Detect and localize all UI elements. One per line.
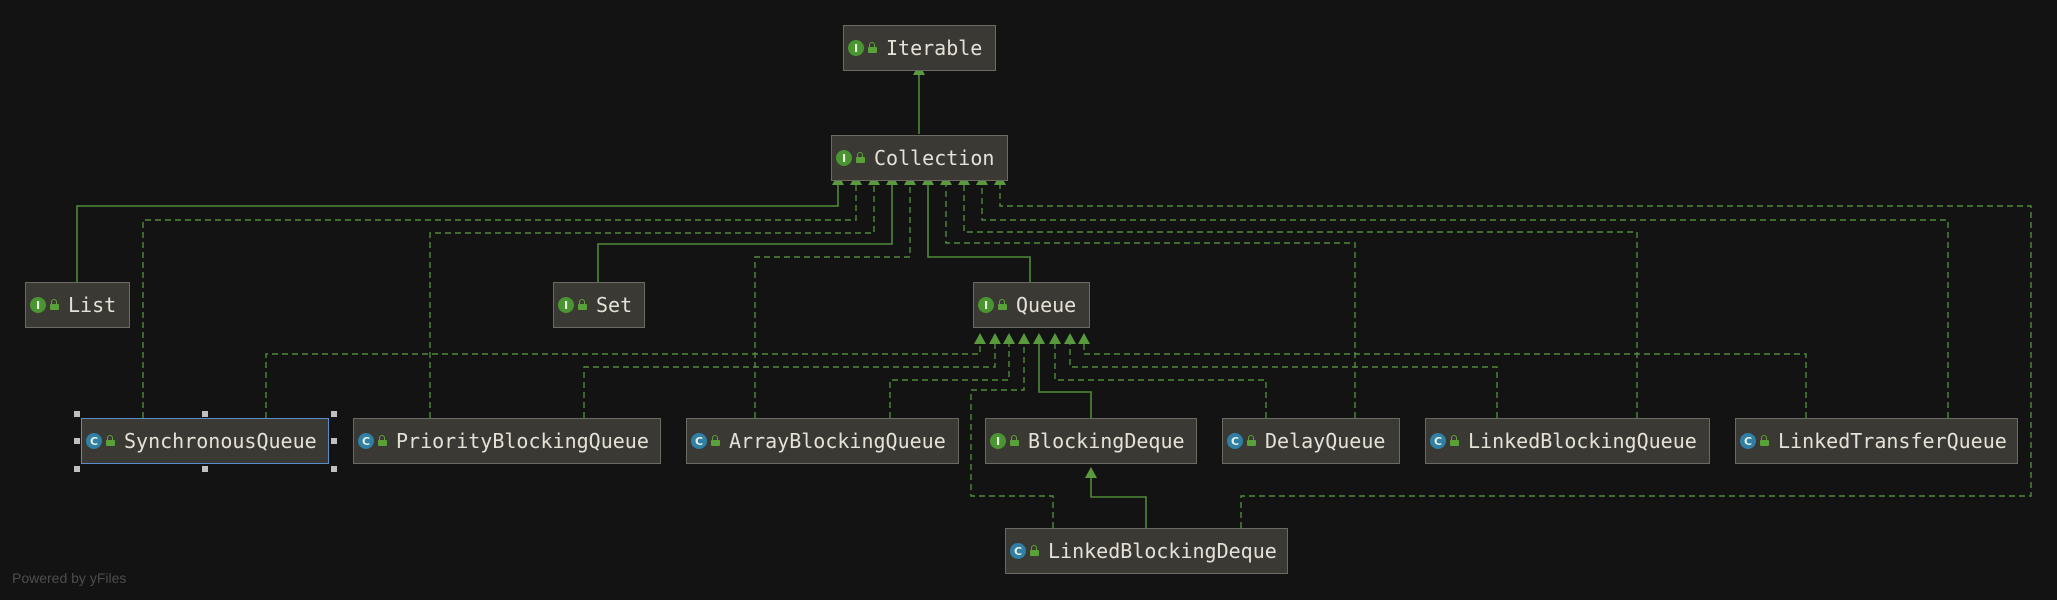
edge-pbq-implements-queue (583, 333, 1001, 418)
lock-icon (711, 434, 720, 446)
lock-icon (578, 298, 587, 310)
edge-abq-implements-queue (889, 333, 1015, 418)
interface-badge-icon: I (558, 297, 574, 313)
interface-badge-icon: I (990, 433, 1006, 449)
edge-delayqueue-implements-queue (1049, 333, 1267, 418)
lock-icon (856, 151, 865, 163)
lock-icon (998, 298, 1007, 310)
lock-icon (1760, 434, 1769, 446)
edge-lbd-implements-collection (994, 174, 2032, 528)
node-label: LinkedBlockingDeque (1048, 539, 1277, 563)
powered-by-footer: Powered by yFiles (12, 570, 127, 586)
node-label: DelayQueue (1265, 429, 1386, 453)
node-label: Set (596, 293, 633, 317)
class-badge-icon: C (1740, 433, 1756, 449)
edge-ltq-implements-collection (976, 174, 1949, 418)
lock-icon (50, 298, 59, 310)
edge-queue-extends-collection (922, 174, 1031, 282)
lock-icon (868, 41, 877, 53)
node-array-blocking-queue[interactable]: C ArrayBlockingQueue (686, 418, 959, 464)
edge-pbq-implements-collection (429, 174, 880, 418)
edge-lbq-implements-queue (1064, 333, 1498, 418)
selection-handle-bottom-center[interactable] (202, 466, 208, 472)
lock-icon (1450, 434, 1459, 446)
node-label: Queue (1016, 293, 1077, 317)
edge-syncqueue-implements-collection (142, 174, 862, 418)
node-set[interactable]: I Set (553, 282, 645, 328)
lock-icon (1247, 434, 1256, 446)
selection-handle-top-left[interactable] (74, 411, 80, 417)
selection-handle-bottom-right[interactable] (331, 466, 337, 472)
lock-icon (378, 434, 387, 446)
node-label: LinkedTransferQueue (1778, 429, 2007, 453)
selection-handle-top-center[interactable] (202, 411, 208, 417)
class-badge-icon: C (1227, 433, 1243, 449)
node-linked-transfer-queue[interactable]: C LinkedTransferQueue (1735, 418, 2018, 464)
node-list[interactable]: I List (25, 282, 130, 328)
edge-set-extends-collection (597, 174, 898, 282)
node-iterable[interactable]: I Iterable (843, 25, 996, 71)
selection-handle-middle-left[interactable] (74, 438, 80, 444)
edge-syncqueue-implements-queue (265, 333, 986, 418)
selection-handle-bottom-left[interactable] (74, 466, 80, 472)
node-priority-blocking-queue[interactable]: C PriorityBlockingQueue (353, 418, 661, 464)
edge-delayqueue-implements-collection (940, 174, 1356, 418)
node-label: BlockingDeque (1028, 429, 1185, 453)
node-blocking-deque[interactable]: I BlockingDeque (985, 418, 1197, 464)
edge-lbd-implements-queue (970, 333, 1054, 528)
edge-ltq-implements-queue (1078, 333, 1807, 418)
class-badge-icon: C (86, 433, 102, 449)
node-label: Collection (874, 146, 995, 170)
selection-handle-middle-right[interactable] (331, 438, 337, 444)
class-badge-icon: C (691, 433, 707, 449)
node-label: Iterable (886, 36, 983, 60)
node-linked-blocking-queue[interactable]: C LinkedBlockingQueue (1425, 418, 1710, 464)
edge-lbd-implements-blockingdeque (1085, 467, 1147, 528)
edge-lbq-implements-collection (958, 174, 1638, 418)
node-label: List (68, 293, 117, 317)
interface-badge-icon: I (848, 40, 864, 56)
node-linked-blocking-deque[interactable]: C LinkedBlockingDeque (1005, 528, 1288, 574)
node-label: SynchronousQueue (124, 429, 317, 453)
edge-blockingdeque-extends-queue (1033, 333, 1092, 418)
node-queue[interactable]: I Queue (973, 282, 1090, 328)
node-collection[interactable]: I Collection (831, 135, 1008, 181)
interface-badge-icon: I (30, 297, 46, 313)
lock-icon (1010, 434, 1019, 446)
class-badge-icon: C (1010, 543, 1026, 559)
edge-abq-implements-collection (754, 174, 916, 418)
interface-badge-icon: I (836, 150, 852, 166)
lock-icon (1030, 544, 1039, 556)
selection-handle-top-right[interactable] (331, 411, 337, 417)
node-label: LinkedBlockingQueue (1468, 429, 1697, 453)
lock-icon (106, 434, 115, 446)
interface-badge-icon: I (978, 297, 994, 313)
node-label: PriorityBlockingQueue (396, 429, 649, 453)
class-badge-icon: C (358, 433, 374, 449)
edge-list-extends-collection (76, 174, 844, 282)
node-synchronous-queue[interactable]: C SynchronousQueue (81, 418, 329, 464)
node-delay-queue[interactable]: C DelayQueue (1222, 418, 1400, 464)
class-badge-icon: C (1430, 433, 1446, 449)
node-label: ArrayBlockingQueue (729, 429, 946, 453)
